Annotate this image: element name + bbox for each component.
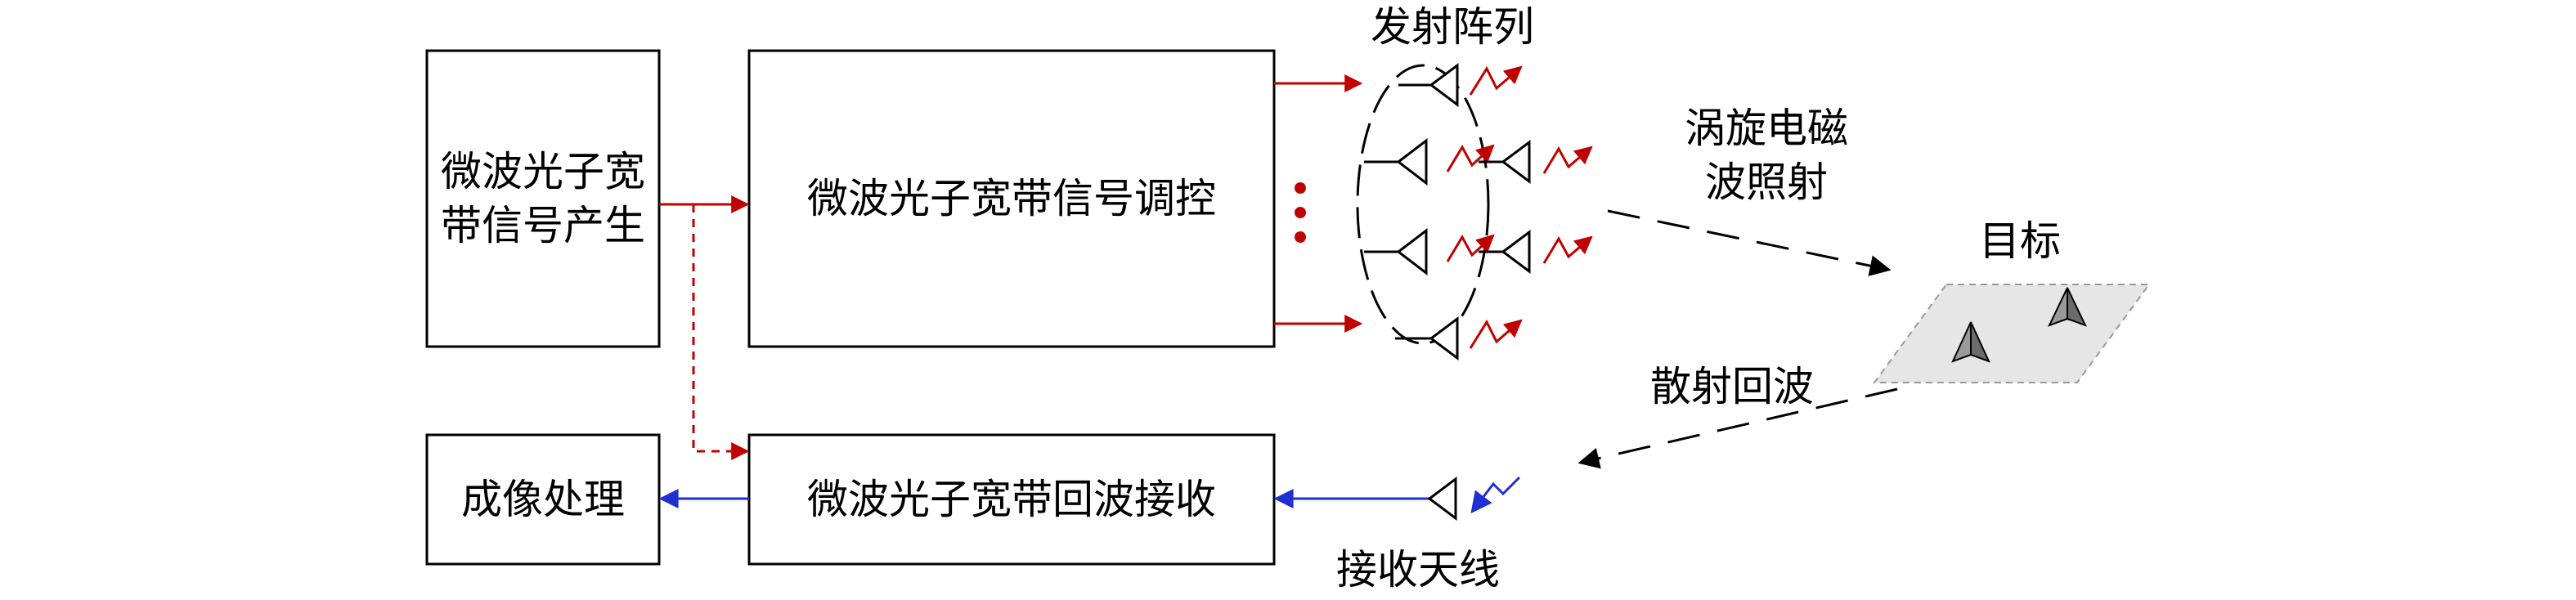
ellipsis-dot-3 xyxy=(1295,231,1306,243)
tx-antenna-2 xyxy=(1364,137,1428,186)
tx-wave-1 xyxy=(1469,65,1523,96)
vortex-beam-arrow xyxy=(1607,209,1892,276)
generation-label: 微波光子宽带信号产生 xyxy=(441,148,645,249)
tx-antenna-3 xyxy=(1479,140,1531,184)
tx-wave-3 xyxy=(1542,146,1593,174)
target-plane xyxy=(1873,284,2151,383)
receive-label: 微波光子宽带回波接收 xyxy=(807,476,1216,523)
ellipsis-dot-2 xyxy=(1295,207,1306,218)
imaging-box xyxy=(425,433,661,566)
modulation-label: 微波光子宽带信号调控 xyxy=(807,175,1216,222)
tx-antenna-6 xyxy=(1395,316,1459,360)
tx-wave-6 xyxy=(1469,319,1523,349)
gen-to-receive-ref-arrow xyxy=(692,204,750,460)
rx-antenna xyxy=(1427,477,1457,521)
tx-wave-4 xyxy=(1446,234,1495,262)
modulation-box xyxy=(747,49,1276,348)
ellipsis-dot-1 xyxy=(1295,182,1306,194)
imaging-label: 成像处理 xyxy=(461,476,625,523)
tx-antenna-4 xyxy=(1364,227,1428,276)
rx-wave xyxy=(1470,476,1521,514)
scatter-label: 散射回波 xyxy=(1650,363,1814,410)
rx-antenna-label: 接收天线 xyxy=(1336,546,1500,593)
target-label: 目标 xyxy=(1979,217,2061,265)
tx-antenna-1 xyxy=(1398,63,1459,107)
tx-wave-5 xyxy=(1542,235,1593,264)
target-object-2 xyxy=(1951,321,1990,363)
vortex-label: 涡旋电磁波照射 xyxy=(1685,105,1848,206)
tx-array-ellipse xyxy=(1356,64,1490,345)
target-object-1 xyxy=(2048,287,2087,327)
tx-antenna-5 xyxy=(1479,230,1531,274)
generation-box xyxy=(425,49,661,348)
tx-wave-2 xyxy=(1446,144,1495,172)
receive-box xyxy=(747,433,1276,566)
scatter-echo-arrow xyxy=(1577,387,1898,469)
tx-array-label: 发射阵列 xyxy=(1371,3,1534,51)
